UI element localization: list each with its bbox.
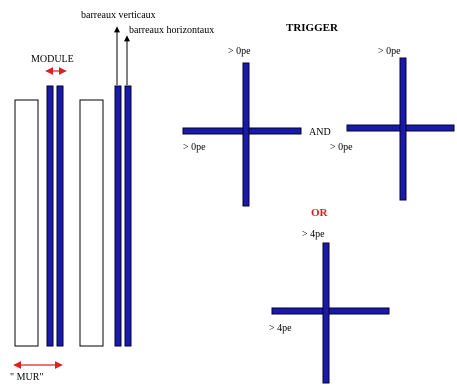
cross-top-left (182, 62, 302, 207)
threshold-label: > 4pe (302, 229, 325, 240)
threshold-label: > 0pe (228, 46, 251, 57)
cross-horizontal-bar (182, 127, 302, 135)
module-bar (114, 85, 122, 347)
module-bar (46, 85, 54, 347)
threshold-label: > 4pe (269, 323, 292, 334)
wall-block-left (14, 99, 39, 347)
cross-horizontal-bar (271, 307, 390, 315)
threshold-label: > 0pe (330, 142, 353, 153)
module-label: MODULE (31, 54, 74, 65)
cross-vertical-bar (399, 57, 407, 201)
cross-top-right (346, 57, 455, 201)
cross-vertical-bar (322, 242, 330, 384)
horizontal-bars-label: barreaux horizontaux (129, 25, 214, 36)
module-bars-1 (46, 85, 64, 347)
module-bars-2 (114, 85, 132, 347)
vertical-bars-label: barreaux verticaux (81, 10, 156, 21)
trigger-title: TRIGGER (286, 22, 339, 34)
threshold-label: > 0pe (183, 142, 206, 153)
cross-bottom (271, 242, 390, 384)
or-label: OR (311, 207, 329, 219)
wall-group (14, 99, 104, 347)
cross-vertical-bar (242, 62, 250, 207)
wall-block-middle (79, 99, 104, 347)
module-bar (124, 85, 132, 347)
threshold-label: > 0pe (378, 46, 401, 57)
module-bar (56, 85, 64, 347)
wall-label: " MUR" (10, 372, 43, 383)
and-label: AND (309, 127, 331, 138)
